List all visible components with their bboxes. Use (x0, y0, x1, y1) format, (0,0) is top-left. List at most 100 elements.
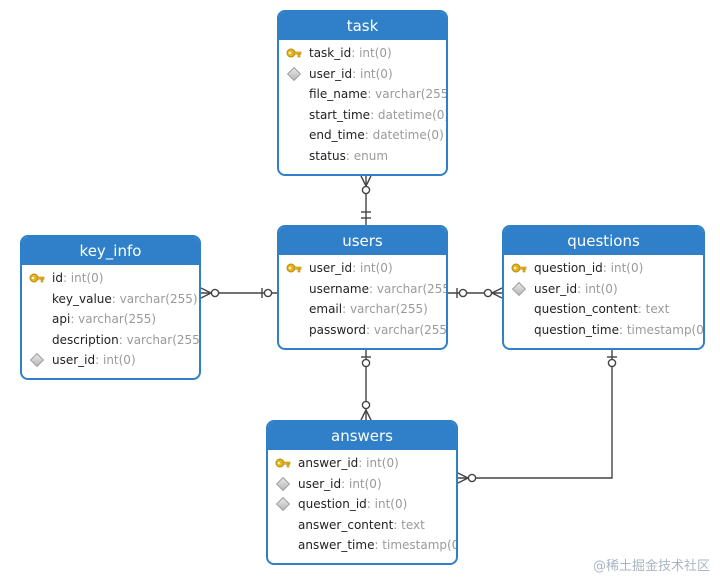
field-list: answer_id: int(0)user_id: int(0)question… (268, 450, 456, 556)
field-name: user_id (52, 353, 96, 368)
watermark: @稀土掘金技术社区 (592, 559, 710, 574)
foreign-key-icon (279, 66, 309, 81)
table-title: users (279, 227, 446, 255)
field-name: api (52, 312, 71, 327)
foreign-key-icon (268, 476, 298, 491)
field-type: : text (637, 302, 670, 317)
field-row[interactable]: id: int(0) (22, 268, 199, 289)
field-name: answer_content (298, 517, 394, 532)
field-row[interactable]: user_id: int(0) (22, 350, 199, 371)
relationship-users-key-info[interactable] (200, 287, 277, 299)
field-type: : datetime(0) (370, 107, 448, 122)
field-name: question_id (534, 261, 603, 276)
field-name: username (309, 281, 369, 296)
field-name: status (309, 148, 346, 163)
field-row[interactable]: user_id: int(0) (504, 279, 703, 300)
field-name: file_name (309, 87, 368, 102)
field-type: : int(0) (577, 281, 618, 296)
field-row[interactable]: task_id: int(0) (279, 43, 446, 64)
field-type: : int(0) (62, 271, 104, 286)
primary-key-icon (22, 271, 52, 285)
field-name: end_time (309, 128, 365, 143)
field-row[interactable]: answer_time: timestamp(0) (268, 535, 456, 556)
field-row[interactable]: file_name: varchar(255) (279, 84, 446, 105)
relationship-users-task[interactable] (360, 175, 372, 225)
field-name: task_id (309, 46, 352, 61)
field-name: question_id (298, 497, 367, 512)
table-title: key_info (22, 237, 199, 265)
field-row[interactable]: key_value: varchar(255) (22, 289, 199, 310)
field-name: question_time (534, 322, 619, 337)
field-name: password (309, 322, 366, 337)
field-type: : timestamp(0) (374, 538, 458, 553)
field-name: user_id (298, 476, 342, 491)
field-type: : int(0) (358, 456, 399, 471)
field-type: : int(0) (366, 497, 408, 512)
primary-key-icon (279, 46, 309, 60)
field-type: : varchar(255) (70, 312, 157, 327)
field-name: answer_id (298, 456, 359, 471)
field-type: : varchar(255) (367, 87, 448, 102)
table-title: questions (504, 227, 703, 255)
table-title: answers (268, 422, 456, 450)
field-row[interactable]: user_id: int(0) (279, 258, 446, 279)
field-name: answer_time (298, 538, 375, 553)
foreign-key-icon (22, 353, 52, 368)
field-type: : varchar(255) (369, 281, 448, 296)
field-type: : datetime(0) (364, 128, 444, 143)
field-row[interactable]: question_id: int(0) (504, 258, 703, 279)
field-name: start_time (309, 107, 371, 122)
field-row[interactable]: answer_id: int(0) (268, 453, 456, 474)
field-type: : text (393, 517, 425, 532)
field-name: user_id (534, 281, 578, 296)
field-name: description (52, 332, 119, 347)
primary-key-icon (279, 261, 309, 275)
field-type: : varchar(255) (118, 332, 201, 347)
field-row[interactable]: start_time: datetime(0) (279, 105, 446, 126)
field-row[interactable]: question_time: timestamp(0) (504, 320, 703, 341)
primary-key-icon (504, 261, 534, 275)
field-row[interactable]: question_content: text (504, 299, 703, 320)
field-type: : int(0) (602, 261, 644, 276)
field-name: id (52, 271, 63, 286)
field-type: : timestamp(0) (618, 322, 705, 337)
table-title: task (279, 12, 446, 40)
relationship-users-answers[interactable] (360, 350, 372, 421)
field-type: : int(0) (352, 261, 393, 276)
primary-key-icon (268, 456, 298, 470)
field-row[interactable]: answer_content: text (268, 515, 456, 536)
field-row[interactable]: question_id: int(0) (268, 494, 456, 515)
field-type: : int(0) (351, 46, 392, 61)
field-row[interactable]: user_id: int(0) (279, 64, 446, 85)
field-row[interactable]: user_id: int(0) (268, 474, 456, 495)
foreign-key-icon (268, 497, 298, 512)
field-row[interactable]: end_time: datetime(0) (279, 125, 446, 146)
field-name: email (309, 302, 343, 317)
field-type: : int(0) (95, 353, 136, 368)
field-type: : int(0) (352, 66, 393, 81)
relationship-questions-answers[interactable] (457, 350, 617, 484)
field-row[interactable]: api: varchar(255) (22, 309, 199, 330)
field-type: : enum (345, 148, 389, 163)
field-row[interactable]: description: varchar(255) (22, 330, 199, 351)
field-type: : varchar(255) (342, 302, 428, 317)
field-list: question_id: int(0)user_id: int(0)questi… (504, 255, 703, 340)
field-type: : int(0) (341, 476, 382, 491)
relationship-users-questions[interactable] (448, 287, 503, 299)
field-row[interactable]: status: enum (279, 146, 446, 167)
field-type: : varchar(255) (111, 291, 198, 306)
field-name: question_content (534, 302, 638, 317)
field-row[interactable]: username: varchar(255) (279, 279, 446, 300)
field-row[interactable]: password: varchar(255) (279, 320, 446, 341)
field-list: id: int(0)key_value: varchar(255)api: va… (22, 265, 199, 371)
field-row[interactable]: email: varchar(255) (279, 299, 446, 320)
field-type: : varchar(255) (365, 322, 448, 337)
field-list: user_id: int(0)username: varchar(255)ema… (279, 255, 446, 340)
foreign-key-icon (504, 281, 534, 296)
